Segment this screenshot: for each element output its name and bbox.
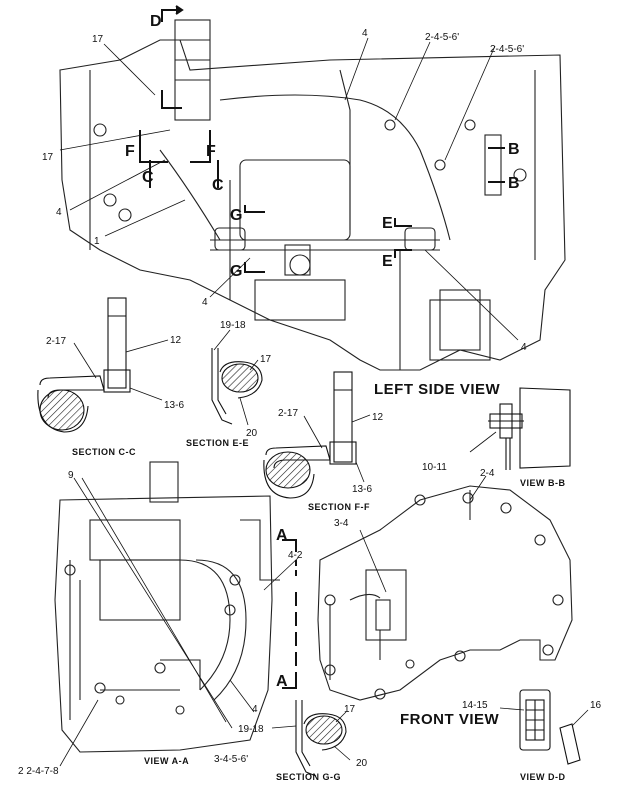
- section-arrows-top: [139, 5, 505, 273]
- view-bb-drawing: [488, 387, 571, 470]
- callout-3-4: 3-4: [334, 518, 349, 529]
- section-letter-b: B: [508, 141, 520, 158]
- section-cc-drawing: [37, 297, 131, 433]
- callout-12: 12: [170, 335, 182, 346]
- section-ff-leaders: [303, 414, 371, 483]
- callout-19-18: 19-18: [220, 320, 246, 331]
- view-aa-caption: VIEW A-A: [144, 756, 189, 766]
- callout-9: 9: [68, 470, 74, 481]
- callout-2-4-5-6: 2-4-5-6': [425, 32, 459, 43]
- section-letters: D F F C C G G E E B B: [125, 13, 520, 280]
- section-letter-c: C: [212, 177, 224, 194]
- section-letter-c: C: [142, 169, 154, 186]
- callout-2-2-4-7-8: 2 2-4-7-8: [18, 766, 59, 777]
- callout-4: 4: [362, 28, 368, 39]
- callout-17: 17: [344, 704, 356, 715]
- view-dd-leaders: [499, 707, 589, 727]
- callout-10-11: 10-11: [422, 462, 447, 473]
- section-cc-caption: SECTION C-C: [72, 447, 136, 457]
- section-ee-caption: SECTION E-E: [186, 438, 249, 448]
- callout-13-6: 13-6: [164, 400, 184, 411]
- section-letter-f: F: [206, 143, 216, 160]
- section-gg-drawing: [295, 700, 347, 777]
- callout-20: 20: [356, 758, 368, 769]
- section-cc-leaders: [73, 339, 169, 401]
- section-ee-drawing: [211, 348, 263, 425]
- left-side-view-title: LEFT SIDE VIEW: [374, 381, 501, 398]
- view-bb-caption: VIEW B-B: [520, 478, 566, 488]
- section-ff-drawing: [263, 371, 357, 499]
- callout-4: 4: [56, 207, 62, 218]
- callout-3-4-5-6: 3-4-5-6': [214, 754, 248, 765]
- section-letter-d: D: [150, 13, 162, 30]
- callout-4: 4: [202, 297, 208, 308]
- front-view-leaders: [359, 475, 487, 593]
- callout-4: 4: [252, 704, 258, 715]
- section-ff-caption: SECTION F-F: [308, 502, 370, 512]
- callout-2-4-5-6: 2-4-5-6': [490, 44, 524, 55]
- leader-lines-top: [59, 37, 519, 341]
- view-dd-caption: VIEW D-D: [520, 772, 566, 782]
- section-letter-b: B: [508, 175, 520, 192]
- callout-17: 17: [42, 152, 54, 163]
- section-ee-leaders: [213, 329, 259, 426]
- section-arrows-a: [282, 539, 297, 689]
- view-aa-drawing: [54, 461, 280, 753]
- callout-1: 1: [94, 236, 100, 247]
- callouts-top: 17 17 4 2-4-5-6' 2-4-5-6' 4 1 4 4: [42, 28, 527, 353]
- callout-20: 20: [246, 428, 258, 439]
- left-side-view-drawing: [59, 19, 566, 371]
- callout-13-6: 13-6: [352, 484, 372, 495]
- callout-12: 12: [372, 412, 384, 423]
- section-letter-f: F: [125, 143, 135, 160]
- callout-4: 4: [521, 342, 527, 353]
- callout-4-2: 4-2: [288, 550, 303, 561]
- front-view-drawing: [317, 485, 573, 701]
- view-dd-drawing: [519, 689, 581, 765]
- section-letter-e: E: [382, 215, 393, 232]
- section-letter-g: G: [230, 207, 242, 224]
- section-letter-e: E: [382, 253, 393, 270]
- callout-2-17: 2-17: [46, 336, 66, 347]
- section-letter-a: A: [276, 527, 288, 544]
- front-view-title: FRONT VIEW: [400, 711, 500, 728]
- section-letter-a: A: [276, 673, 288, 690]
- callout-17: 17: [92, 34, 104, 45]
- callout-2-17: 2-17: [278, 408, 298, 419]
- section-gg-caption: SECTION G-G: [276, 772, 341, 782]
- view-aa-leaders: [59, 477, 299, 767]
- callout-14-15: 14-15: [462, 700, 488, 711]
- callout-16: 16: [590, 700, 602, 711]
- section-gg-leaders: [271, 711, 351, 761]
- callout-2-4: 2-4: [480, 468, 495, 479]
- callout-17: 17: [260, 354, 272, 365]
- callout-19-18: 19-18: [238, 724, 264, 735]
